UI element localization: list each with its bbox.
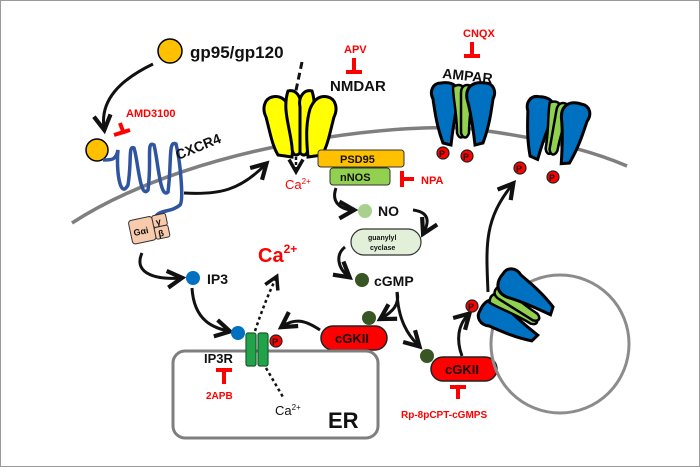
- cxcr4-label: CXCR4: [173, 130, 223, 163]
- cnqx-inhibition-icon: [464, 42, 480, 58]
- ip3-bound-icon: [231, 326, 245, 340]
- ampar-label: AMPAR: [442, 65, 494, 86]
- guanylyl-cyclase-line2: cyclase: [370, 245, 395, 252]
- g-alpha-subunit: [128, 216, 157, 245]
- ip3r-phospho-icon: [269, 334, 283, 348]
- ampar2-phospho-right-label: P: [549, 173, 555, 183]
- cgkii-right-cgmp-icon: [420, 349, 434, 363]
- gprotein-to-ip3-arrow: [138, 252, 180, 278]
- 2apb-inhibition-icon: [216, 368, 232, 384]
- er-ca-release-path: [264, 367, 285, 398]
- nmdar-dashed-line: [293, 61, 304, 96]
- bound-gp120-icon: [85, 138, 109, 162]
- er-label: ER: [328, 408, 359, 433]
- nnos-to-no-arrow: [333, 187, 352, 210]
- ip3-to-ip3r-arrow: [190, 287, 228, 331]
- npa-inhibition-icon: [400, 171, 414, 187]
- amd3100-inhibition-icon: [113, 122, 131, 137]
- nmdar-receptor-icon: [262, 89, 338, 159]
- cgmp-to-cgkii-right-arrow: [395, 291, 418, 345]
- cgmp-molecule-icon: [355, 273, 369, 287]
- 2apb-label: 2APB: [206, 391, 233, 402]
- rp8pcpt-cgmps-label: Rp-8pCPT-cGMPS: [401, 410, 487, 421]
- vesicle-ampar-phospho-label: P: [468, 302, 474, 312]
- apv-inhibition-icon: [346, 58, 362, 74]
- ampar1-phospho-right-label: P: [463, 152, 469, 162]
- vesicle-ampar-phospho-icon: [465, 299, 479, 313]
- er-compartment: [171, 349, 380, 440]
- amd3100-label: AMD3100: [126, 108, 176, 120]
- psd95-label: PSD95: [340, 154, 375, 166]
- recycling-endosome: [489, 273, 631, 415]
- apv-label: APV: [344, 44, 367, 56]
- ip3r-channel-right: [257, 332, 269, 367]
- gp120-molecule-icon: [157, 38, 183, 64]
- nnos-label: nNOS: [340, 172, 371, 184]
- cgkii-to-ampar-phospho-arrow: [459, 315, 468, 357]
- nnos-box: [329, 167, 391, 186]
- g-protein-complex: Gαi γ β: [128, 212, 171, 245]
- guanylyl-cyclase-line1: guanylyl: [368, 235, 396, 242]
- cytosolic-ca-release-arrow: [253, 278, 276, 332]
- ca-er-label: Ca2+: [275, 403, 301, 418]
- ampar2-phospho-right-icon: [546, 170, 560, 184]
- cgmp-label: cGMP: [374, 273, 414, 289]
- ip3r-phospho-label: P: [272, 337, 278, 347]
- ampar1-phospho-left-icon: [436, 146, 450, 160]
- g-alpha-label: Gαi: [133, 225, 150, 238]
- g-beta-label: β: [157, 228, 165, 239]
- nmdar-label: NMDAR: [330, 78, 386, 95]
- cgkii-right-label: cGKII: [445, 362, 479, 377]
- cgkii-to-ip3r-arrow: [283, 321, 321, 332]
- ampar-insertion-arrow: [485, 185, 512, 293]
- ip3r-label: IP3R: [204, 351, 234, 366]
- npa-label: NPA: [421, 175, 443, 187]
- cgkii-left-cgmp-icon: [362, 311, 376, 325]
- psd95-box: [317, 149, 405, 168]
- ca-nmdar-label: Ca2+: [285, 177, 311, 192]
- cgmp-to-cgkii-left-arrow: [382, 291, 400, 318]
- no-molecule-icon: [358, 204, 372, 218]
- g-beta-subunit: [153, 224, 171, 240]
- g-gamma-label: γ: [155, 216, 162, 227]
- ca-cytosol-label: Ca2+: [258, 242, 297, 267]
- cgkii-left-label: cGKII: [335, 331, 369, 346]
- gp120-binding-arrow: [103, 62, 154, 128]
- ampar1-phospho-right-icon: [460, 149, 474, 163]
- gp120-label: gp95/gp120: [190, 43, 284, 62]
- gc-to-cgmp-arrow: [339, 245, 348, 276]
- ip3-label: IP3: [207, 271, 228, 287]
- cxcr4-receptor-icon: [102, 141, 184, 229]
- ampar2-phospho-left-label: P: [516, 164, 522, 174]
- ip3-molecule-icon: [186, 271, 200, 285]
- ampar2-phospho-left-icon: [513, 161, 527, 175]
- ampar-receptor-icon: [429, 81, 497, 147]
- ip3r-channel-left: [245, 332, 257, 367]
- cxcr4-to-nmdar-arrow: [183, 165, 265, 195]
- ampar-inserted-receptor-icon: [516, 93, 593, 169]
- no-label: NO: [378, 203, 399, 219]
- rp8-inhibition-icon: [450, 385, 466, 399]
- no-to-gc-arrow: [412, 208, 427, 232]
- cnqx-label: CNQX: [463, 28, 495, 40]
- guanylyl-cyclase-box: [350, 228, 422, 256]
- ampar1-phospho-left-label: P: [439, 149, 445, 159]
